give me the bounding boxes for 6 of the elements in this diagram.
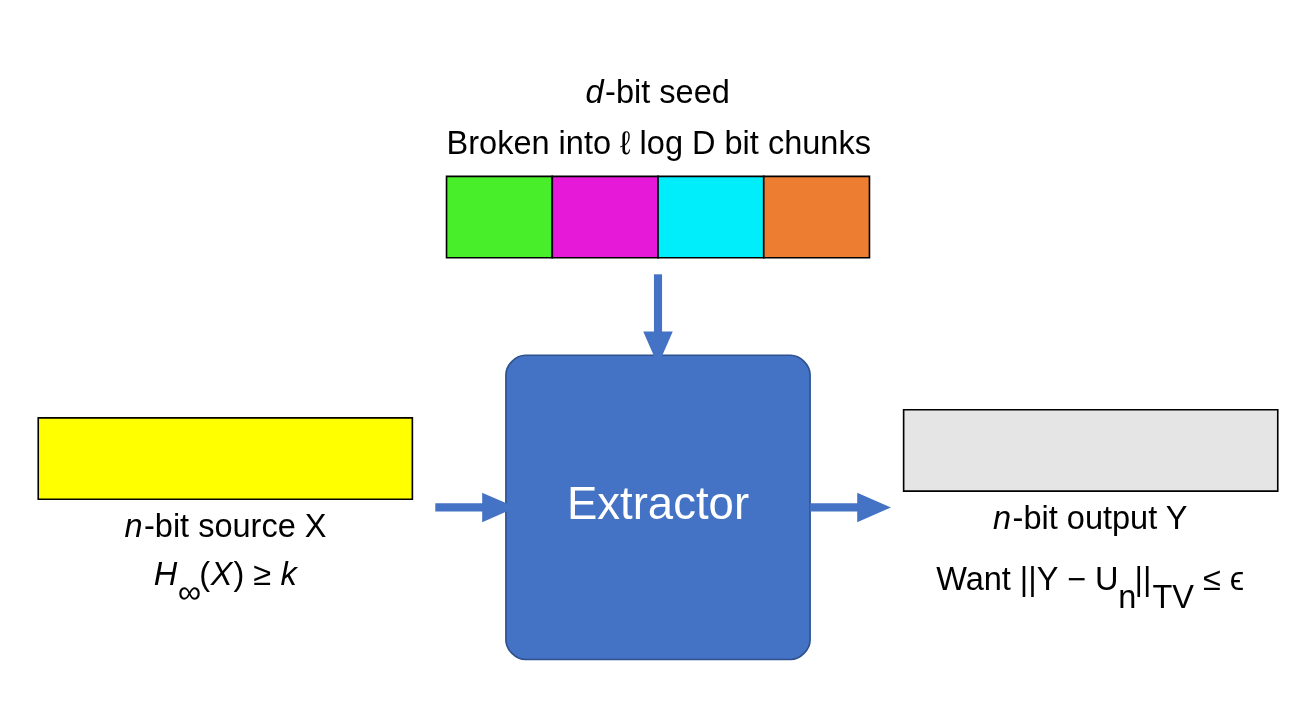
node-box: Extractor <box>505 354 811 660</box>
node-label: n-bit output Y <box>993 499 1188 536</box>
node-label: n-bit source X <box>124 507 327 544</box>
arrow <box>810 492 891 522</box>
node-label: d-bit seed <box>585 73 730 110</box>
node-label: Broken into ℓ log D bit chunks <box>446 124 871 161</box>
